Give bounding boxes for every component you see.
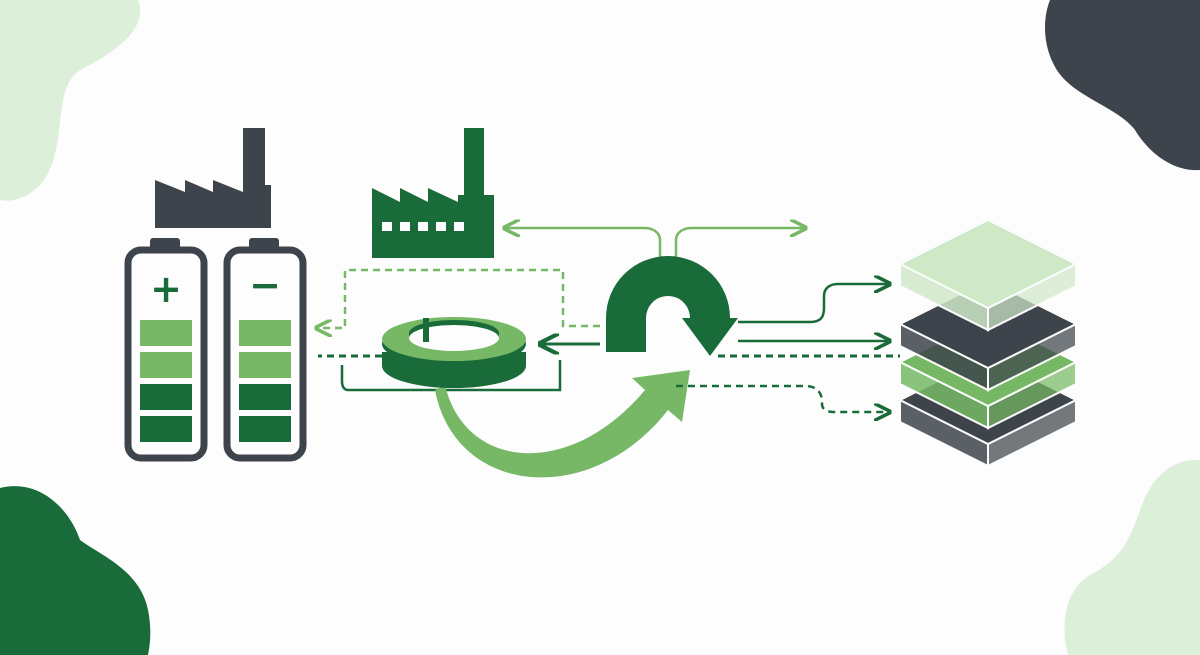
connector-lower-dashed [676, 384, 888, 412]
corner-blob-top-right [1045, 0, 1200, 171]
split-arrow-right [674, 228, 804, 258]
corner-blob-top-left [0, 0, 141, 201]
connector-upper-solid [738, 284, 888, 324]
split-arrow-left [506, 228, 662, 258]
layer-stack-icon [897, 218, 1079, 468]
battery-cell [140, 384, 192, 410]
stack-layer [897, 218, 1079, 332]
battery-cell [239, 416, 291, 442]
factory-icon [372, 128, 494, 258]
corner-blob-bottom-left [0, 486, 151, 655]
positive-symbol: + [150, 267, 182, 311]
battery-cell [140, 320, 192, 346]
battery-cell [140, 352, 192, 378]
battery-cell [239, 384, 291, 410]
battery-negative: − [223, 238, 307, 462]
corner-blob-bottom-right [1064, 459, 1200, 655]
negative-symbol: − [249, 263, 281, 307]
curved-arrow-icon [435, 370, 690, 478]
battery-cell [239, 352, 291, 378]
loop-arrow-icon [606, 256, 738, 356]
battery-cell [239, 320, 291, 346]
factory-icon [155, 128, 271, 228]
battery-cell [140, 416, 192, 442]
ring-icon [382, 317, 526, 388]
battery-positive: + [124, 238, 208, 462]
dashed-loop-top [318, 268, 600, 328]
lower-connector [340, 360, 562, 392]
